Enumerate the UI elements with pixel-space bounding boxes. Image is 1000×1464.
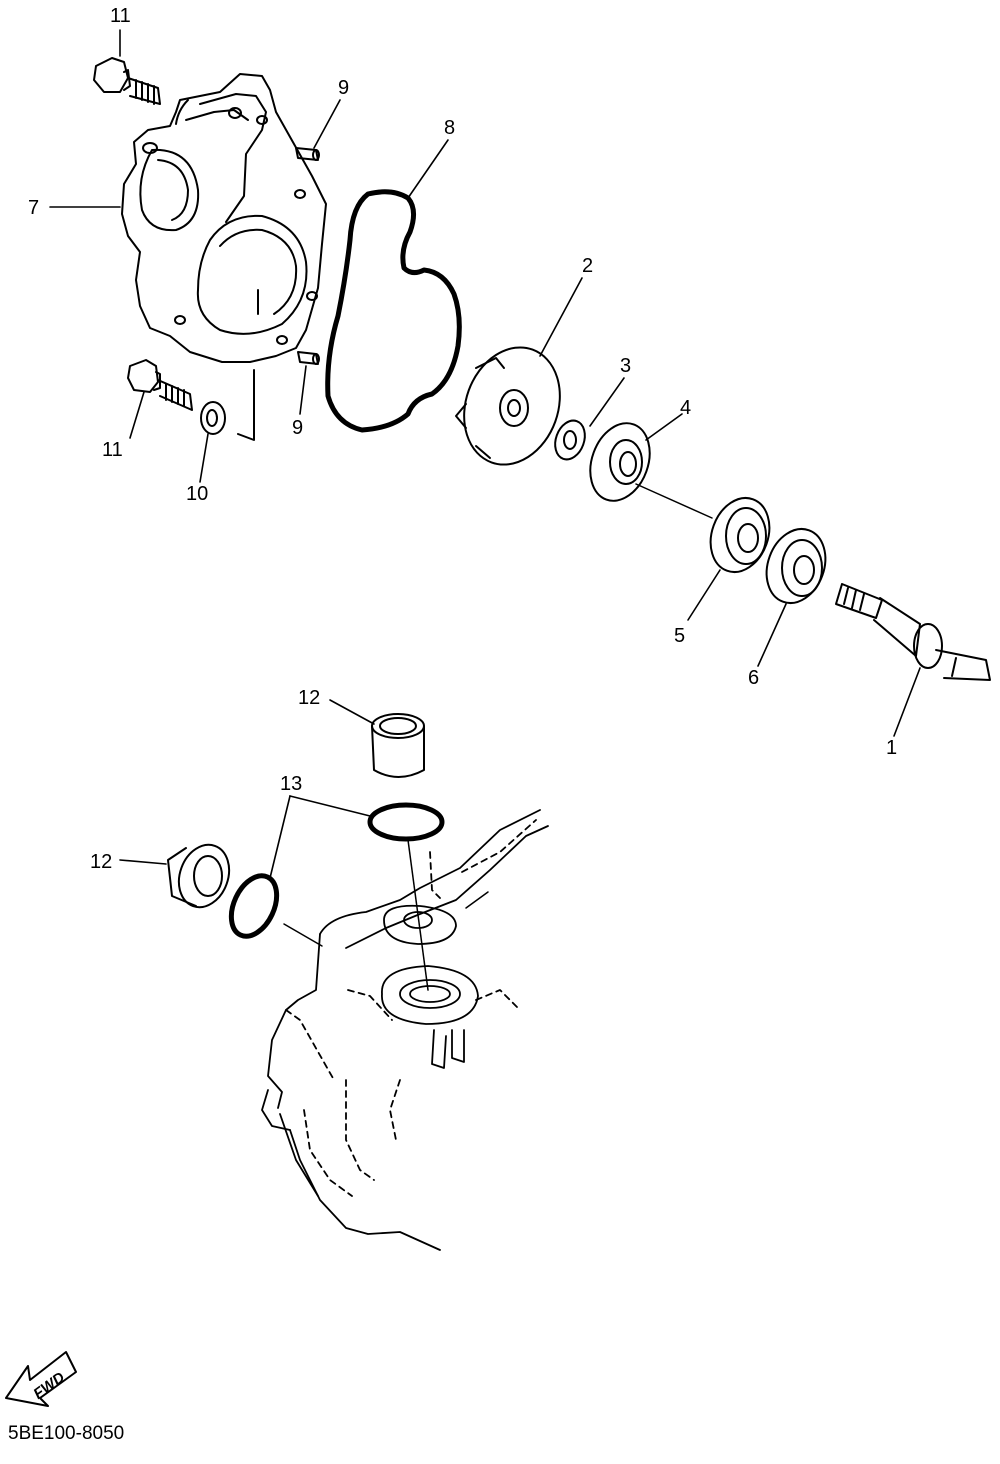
callout-11-top: 11: [110, 5, 131, 27]
pump-shaft: [835, 583, 991, 681]
oil-seal: [589, 422, 651, 502]
callout-1: 1: [886, 737, 898, 759]
crankcase-detail-line: [465, 891, 489, 909]
collar-upper: [371, 713, 425, 778]
callout-9-bottom: 9: [292, 417, 304, 439]
o-ring-lower: [228, 873, 280, 939]
bearing-2: [765, 528, 827, 604]
callout-bracket: [237, 369, 255, 441]
callout-13: 13: [280, 773, 303, 795]
callout-8: 8: [444, 117, 456, 139]
shaft-axis-line: [635, 483, 713, 519]
o-ring-upper-leader: [407, 839, 429, 991]
bolt-lower: [127, 359, 193, 411]
fwd-arrow-icon: FWD: [5, 1351, 77, 1407]
callout-12-bottom: 12: [90, 851, 113, 873]
pump-housing: [121, 73, 327, 363]
callout-3: 3: [620, 355, 632, 377]
bearing-1: [709, 497, 771, 573]
o-ring-upper: [367, 802, 445, 842]
seal-washer: [554, 419, 586, 461]
callout-4: 4: [680, 397, 692, 419]
dowel-pin-upper: [295, 147, 320, 161]
leader-lines: [49, 29, 921, 879]
impeller: [455, 346, 561, 466]
fwd-label: FWD: [30, 1369, 68, 1403]
dowel-pin-lower: [297, 351, 320, 365]
o-ring-lower-leader: [283, 923, 323, 947]
callout-7: 7: [28, 197, 40, 219]
callout-12-top: 12: [298, 687, 321, 709]
callout-11-bottom: 11: [102, 439, 123, 461]
crankcase-outline: [261, 809, 549, 1251]
callout-9-top: 9: [338, 77, 350, 99]
washer: [200, 401, 226, 435]
callout-6: 6: [748, 667, 760, 689]
collar-lower: [167, 843, 231, 909]
callout-5: 5: [674, 625, 686, 647]
diagram-code: 5BE100-8050: [8, 1423, 125, 1444]
bolt-upper: [93, 57, 161, 105]
callout-2: 2: [582, 255, 594, 277]
gasket: [325, 189, 462, 433]
callout-10: 10: [186, 483, 209, 505]
